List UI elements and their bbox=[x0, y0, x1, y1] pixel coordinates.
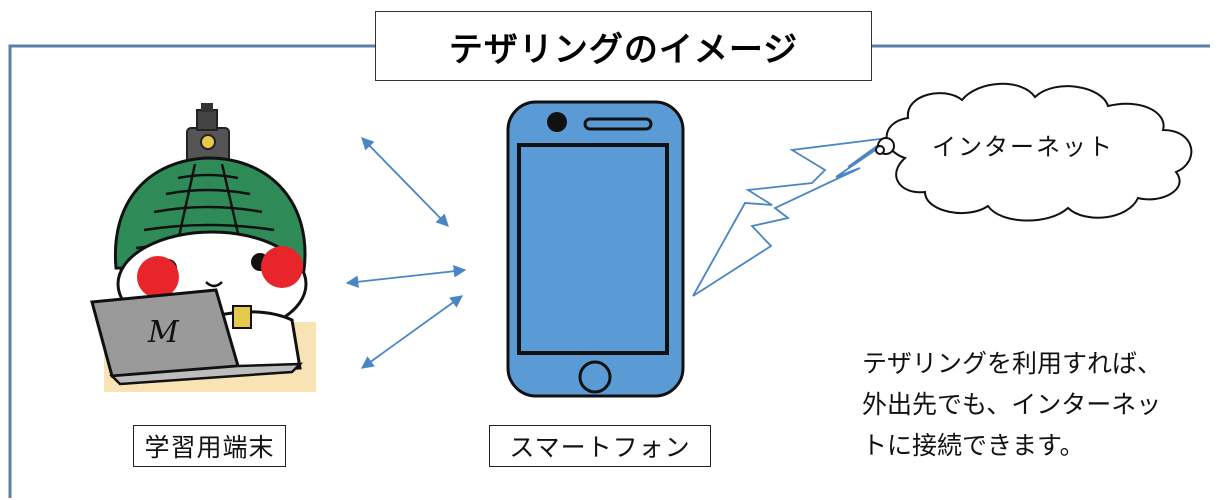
smartphone-icon bbox=[506, 100, 685, 398]
description-line-1: テザリングを利用すれば、 bbox=[862, 349, 1163, 378]
device-label: 学習用端末 bbox=[133, 425, 286, 467]
internet-label: インターネット bbox=[932, 133, 1114, 161]
bidirectional-arrow-icon bbox=[345, 137, 467, 369]
arrow-bottom bbox=[360, 295, 464, 369]
arrow-middle bbox=[345, 264, 467, 289]
character-icon: M bbox=[90, 103, 316, 392]
arrow-top bbox=[361, 137, 449, 227]
description-line-3: トに接続できます。 bbox=[862, 431, 1085, 460]
lightning-icon bbox=[692, 137, 889, 297]
smartphone-label: スマートフォン bbox=[489, 425, 711, 467]
laptop-logo: M bbox=[147, 315, 180, 350]
description-text: テザリングを利用すれば、 外出先でも、インターネッ トに接続できます。 bbox=[862, 343, 1202, 466]
train-icon bbox=[186, 103, 230, 165]
page-title: テザリングのイメージ bbox=[375, 11, 872, 81]
description-line-2: 外出先でも、インターネッ bbox=[862, 390, 1162, 419]
cloud-icon bbox=[875, 82, 1193, 222]
laptop-icon: M bbox=[90, 288, 304, 386]
